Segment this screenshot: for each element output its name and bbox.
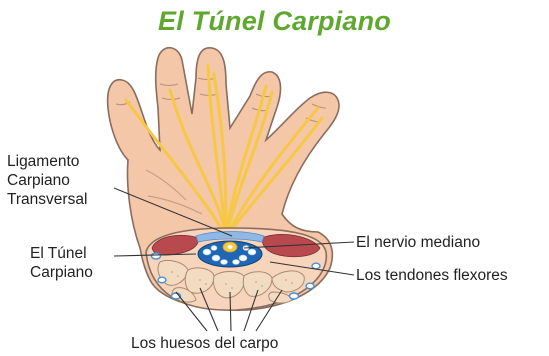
bones-leader-3 xyxy=(229,291,232,332)
tunnel-label: El Túnel Carpiano xyxy=(30,244,93,282)
tunnel-leader xyxy=(113,253,197,257)
page-title: El Túnel Carpiano xyxy=(158,6,391,36)
palm-creases xyxy=(145,169,203,215)
bone-texture xyxy=(171,271,293,289)
ligament-label-line-3: Transversal xyxy=(7,191,88,208)
leader-lines xyxy=(113,187,355,332)
outer-tendons xyxy=(150,252,321,300)
ligament-label-line-1: Ligamento xyxy=(7,153,80,170)
wrist-cross-section xyxy=(145,227,328,311)
bones-leader-2 xyxy=(199,287,219,332)
tunnel-label-line-2: Carpiano xyxy=(30,264,93,281)
nerve-label: El nervio mediano xyxy=(356,234,481,251)
median-nerve-section xyxy=(222,241,238,253)
bones-label: Los huesos del carpo xyxy=(131,335,279,352)
bones-leader-5 xyxy=(255,289,283,332)
ligament-label-line-2: Carpiano xyxy=(7,172,70,189)
median-nerve-branches xyxy=(124,64,324,240)
transverse-carpal-ligament xyxy=(195,231,265,243)
ligament-leader xyxy=(113,187,233,237)
ligament-label: Ligamento Carpiano Transversal xyxy=(7,152,87,209)
bones-leader-1 xyxy=(175,291,208,332)
nerve-leader xyxy=(243,241,355,249)
tendons-label: Los tendones flexores xyxy=(356,267,508,284)
tunnel-label-line-1: El Túnel xyxy=(30,245,87,262)
bones-leader-4 xyxy=(243,289,259,332)
tendons-leader xyxy=(269,261,355,276)
